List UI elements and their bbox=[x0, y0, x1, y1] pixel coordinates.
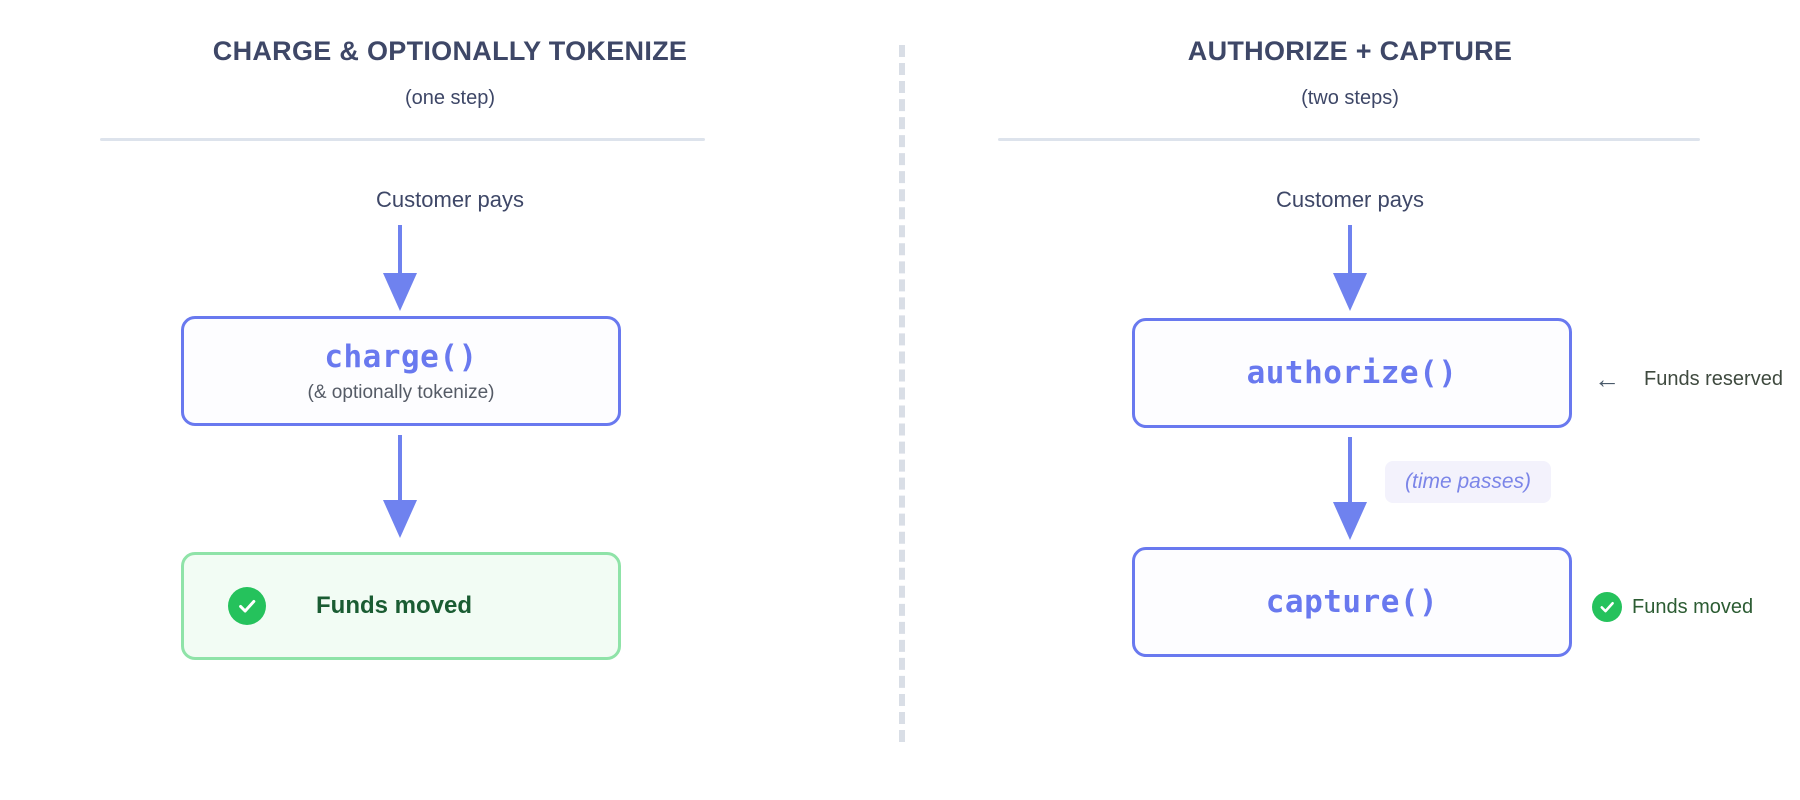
panel-left-divider-rule bbox=[100, 138, 705, 141]
left-arrow-entry-to-charge bbox=[380, 225, 420, 311]
node-authorize[interactable]: authorize() bbox=[1132, 318, 1572, 428]
panel-right-title: AUTHORIZE + CAPTURE bbox=[1187, 36, 1513, 66]
time-passes-badge: (time passes) bbox=[1385, 461, 1552, 503]
panel-left-title: CHARGE & OPTIONALLY TOKENIZE bbox=[212, 36, 688, 66]
node-funds-moved-label: Funds moved bbox=[316, 592, 473, 619]
right-arrow-authorize-to-capture bbox=[1330, 437, 1370, 540]
left-arrow-charge-to-result bbox=[380, 435, 420, 538]
left-arrow-icon: ← bbox=[1594, 364, 1620, 394]
panel-right-divider-rule bbox=[998, 138, 1700, 141]
node-capture[interactable]: capture() bbox=[1132, 547, 1572, 657]
panel-charge: CHARGE & OPTIONALLY TOKENIZE (one step) … bbox=[100, 36, 705, 660]
node-funds-moved[interactable]: Funds moved bbox=[181, 552, 621, 660]
panel-left-subtitle: (one step) bbox=[404, 87, 496, 109]
panel-right-subtitle: (two steps) bbox=[1301, 87, 1399, 109]
node-authorize-code: authorize() bbox=[1246, 355, 1458, 391]
node-charge-code: charge() bbox=[324, 338, 478, 375]
panel-dashed-divider bbox=[899, 45, 905, 742]
check-circle-icon bbox=[1592, 592, 1622, 622]
annotation-funds-reserved: ← Funds reserved bbox=[1594, 366, 1783, 392]
annotation-funds-reserved-label: Funds reserved bbox=[1644, 367, 1783, 390]
node-charge[interactable]: charge() (& optionally tokenize) bbox=[181, 316, 621, 426]
annotation-funds-moved: Funds moved bbox=[1592, 592, 1753, 622]
right-arrow-entry-to-authorize bbox=[1330, 225, 1370, 311]
left-entry-label: Customer pays bbox=[376, 187, 524, 212]
node-charge-subtitle: (& optionally tokenize) bbox=[307, 381, 495, 403]
check-circle-icon bbox=[228, 587, 266, 625]
right-entry-label: Customer pays bbox=[1276, 187, 1424, 212]
panel-authorize-capture: AUTHORIZE + CAPTURE (two steps) Customer… bbox=[900, 0, 1800, 800]
annotation-funds-moved-label: Funds moved bbox=[1632, 595, 1754, 618]
node-capture-code: capture() bbox=[1265, 584, 1439, 620]
